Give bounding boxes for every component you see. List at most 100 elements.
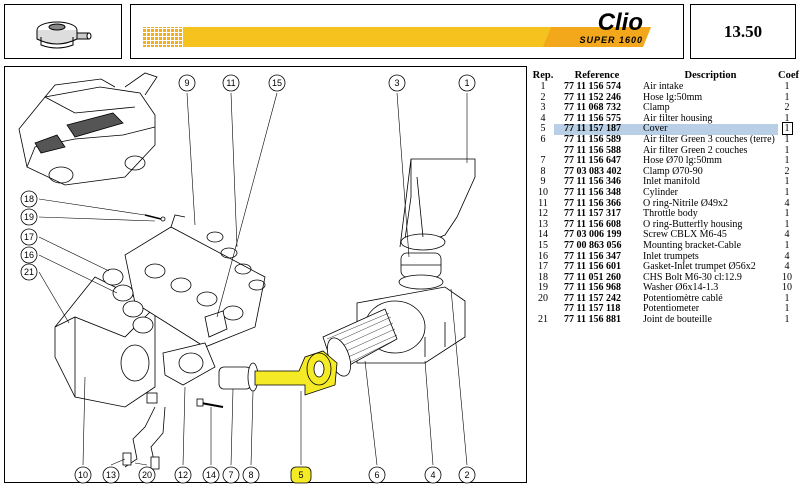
cell-reference: 77 11 157 317 xyxy=(564,208,621,220)
cell-description: O ring-Butterfly housing xyxy=(643,219,743,230)
callout-13: 13 xyxy=(102,466,120,484)
cell-description: Potentiomètre cablé xyxy=(643,293,723,304)
svg-text:9: 9 xyxy=(184,78,189,88)
svg-text:13: 13 xyxy=(106,470,116,480)
air-intake-part xyxy=(399,158,476,251)
cell-rep: 8 xyxy=(540,165,546,177)
cell-coef: 4 xyxy=(784,229,790,241)
cell-reference: 77 11 152 246 xyxy=(564,91,621,103)
cell-rep: 12 xyxy=(538,208,548,220)
cell-description: Clamp Ø70-90 xyxy=(643,166,703,177)
cell-reference: 77 11 156 589 xyxy=(564,133,621,145)
parts-table-header: Rep. Reference Description Coef xyxy=(532,68,799,82)
cell-reference: 77 11 156 574 xyxy=(564,81,621,92)
cell-reference: 77 11 157 187 xyxy=(554,124,640,135)
potentiometer-cable xyxy=(122,392,166,470)
callout-20: 20 xyxy=(138,466,156,484)
cell-description: Mounting bracket-Cable xyxy=(643,240,742,251)
callout-15: 15 xyxy=(268,74,286,92)
cell-coef: 1 xyxy=(784,292,790,304)
cell-description: O ring-Nitrile Ø49x2 xyxy=(643,198,728,209)
cell-coef: 1 xyxy=(784,239,790,251)
cell-reference: 77 11 157 242 xyxy=(564,292,621,304)
cell-reference: 77 11 156 601 xyxy=(564,261,621,273)
cell-reference: 77 11 156 575 xyxy=(564,112,621,124)
svg-text:20: 20 xyxy=(142,470,152,480)
inlet-trumpets xyxy=(102,268,154,334)
cell-coef: 1 xyxy=(784,186,790,198)
col-description-header: Description xyxy=(684,69,737,81)
cell-reference: 77 11 156 647 xyxy=(564,155,621,167)
assembly-thumbnail[interactable] xyxy=(4,4,122,59)
svg-text:16: 16 xyxy=(24,250,34,260)
cell-coef: 1 xyxy=(784,176,790,188)
svg-text:15: 15 xyxy=(272,78,282,88)
diagram-canvas: 1 3 9 11 15 18 19 17 16 21 10 13 20 12 1… xyxy=(18,72,476,484)
cell-rep: 2 xyxy=(540,91,546,103)
cell-coef: 1 xyxy=(784,218,790,230)
cell-description: Cover xyxy=(640,124,778,135)
air-filter-icon xyxy=(36,21,92,49)
cell-rep: 7 xyxy=(540,155,546,167)
cell-coef: 1 xyxy=(784,303,790,315)
svg-text:3: 3 xyxy=(394,78,399,88)
svg-text:4: 4 xyxy=(430,470,435,480)
col-reference-header: Reference xyxy=(574,69,620,81)
callout-8: 8 xyxy=(242,466,260,484)
cell-reference: 77 03 006 199 xyxy=(564,229,622,241)
cell-reference: 77 11 051 260 xyxy=(564,271,621,283)
cell-coef: 1 xyxy=(784,91,790,103)
cell-description: Cylinder xyxy=(643,187,678,198)
cell-description: Screw CBLX M6-45 xyxy=(643,230,727,241)
exploded-diagram[interactable]: 1 3 9 11 15 18 19 17 16 21 10 13 20 12 1… xyxy=(4,66,527,484)
table-row[interactable]: 8 77 03 083 402 Clamp Ø70-90 2 xyxy=(532,165,796,178)
svg-text:2: 2 xyxy=(464,470,469,480)
callout-2: 2 xyxy=(458,466,476,484)
cell-reference: 77 11 156 588 xyxy=(564,144,621,156)
page-number: 13.50 xyxy=(690,4,796,59)
cell-description: Hose Ø70 lg:50mm xyxy=(643,156,722,167)
cell-reference: 77 03 083 402 xyxy=(564,165,622,177)
callout-11: 11 xyxy=(222,74,240,92)
cell-description: Throttle body xyxy=(643,209,698,220)
svg-text:14: 14 xyxy=(206,470,216,480)
cell-description: Inlet manifold xyxy=(643,177,700,188)
cell-reference: 77 11 157 118 xyxy=(564,303,621,315)
callout-5-selected: 5 xyxy=(290,466,312,484)
screw-14 xyxy=(196,398,224,408)
cell-rep: 3 xyxy=(540,102,546,114)
cell-rep: 11 xyxy=(538,197,548,209)
cell-coef: 2 xyxy=(784,165,790,177)
cell-rep: 21 xyxy=(538,314,548,326)
cell-reference: 77 11 156 968 xyxy=(564,282,621,294)
cell-description: Joint de bouteille xyxy=(643,315,712,326)
cell-coef: 10 xyxy=(782,282,792,294)
cell-reference: 77 11 156 347 xyxy=(564,250,621,262)
cell-description: CHS Bolt M6-30 cl:12.9 xyxy=(643,272,742,283)
cell-reference: 77 11 156 346 xyxy=(564,176,621,188)
